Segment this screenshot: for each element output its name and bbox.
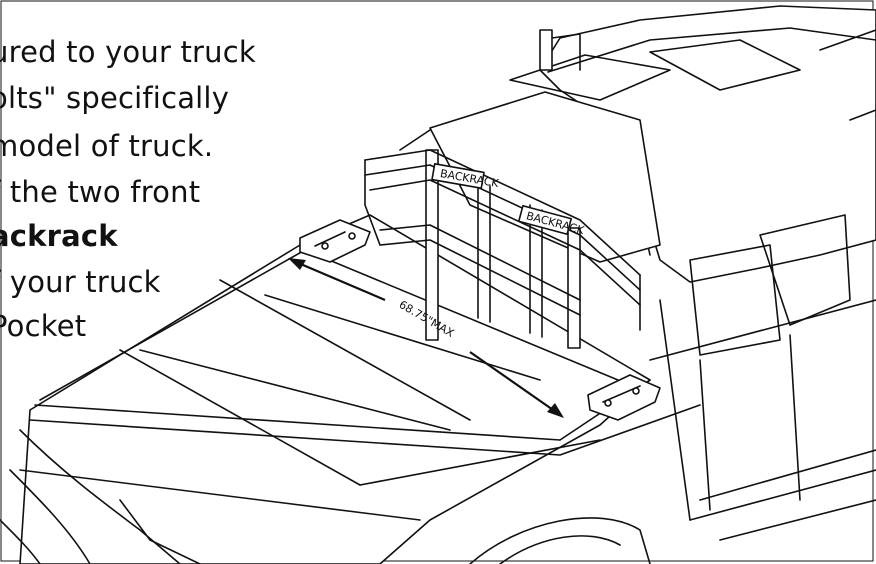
instruction-line-bold: ackrack [0, 219, 118, 253]
truck-cab [399, 5, 876, 521]
instruction-line: f the two front [0, 175, 201, 209]
mounting-bracket-left [299, 219, 371, 263]
instruction-line: model of truck. [0, 129, 214, 163]
instruction-line: f your truck [0, 265, 161, 299]
instruction-line: Pocket [0, 309, 87, 343]
truck-bed [0, 214, 876, 564]
instruction-line: olts" specifically [0, 81, 230, 115]
mounting-bracket-right [587, 374, 661, 421]
instruction-line: ured to your truck [0, 35, 256, 69]
